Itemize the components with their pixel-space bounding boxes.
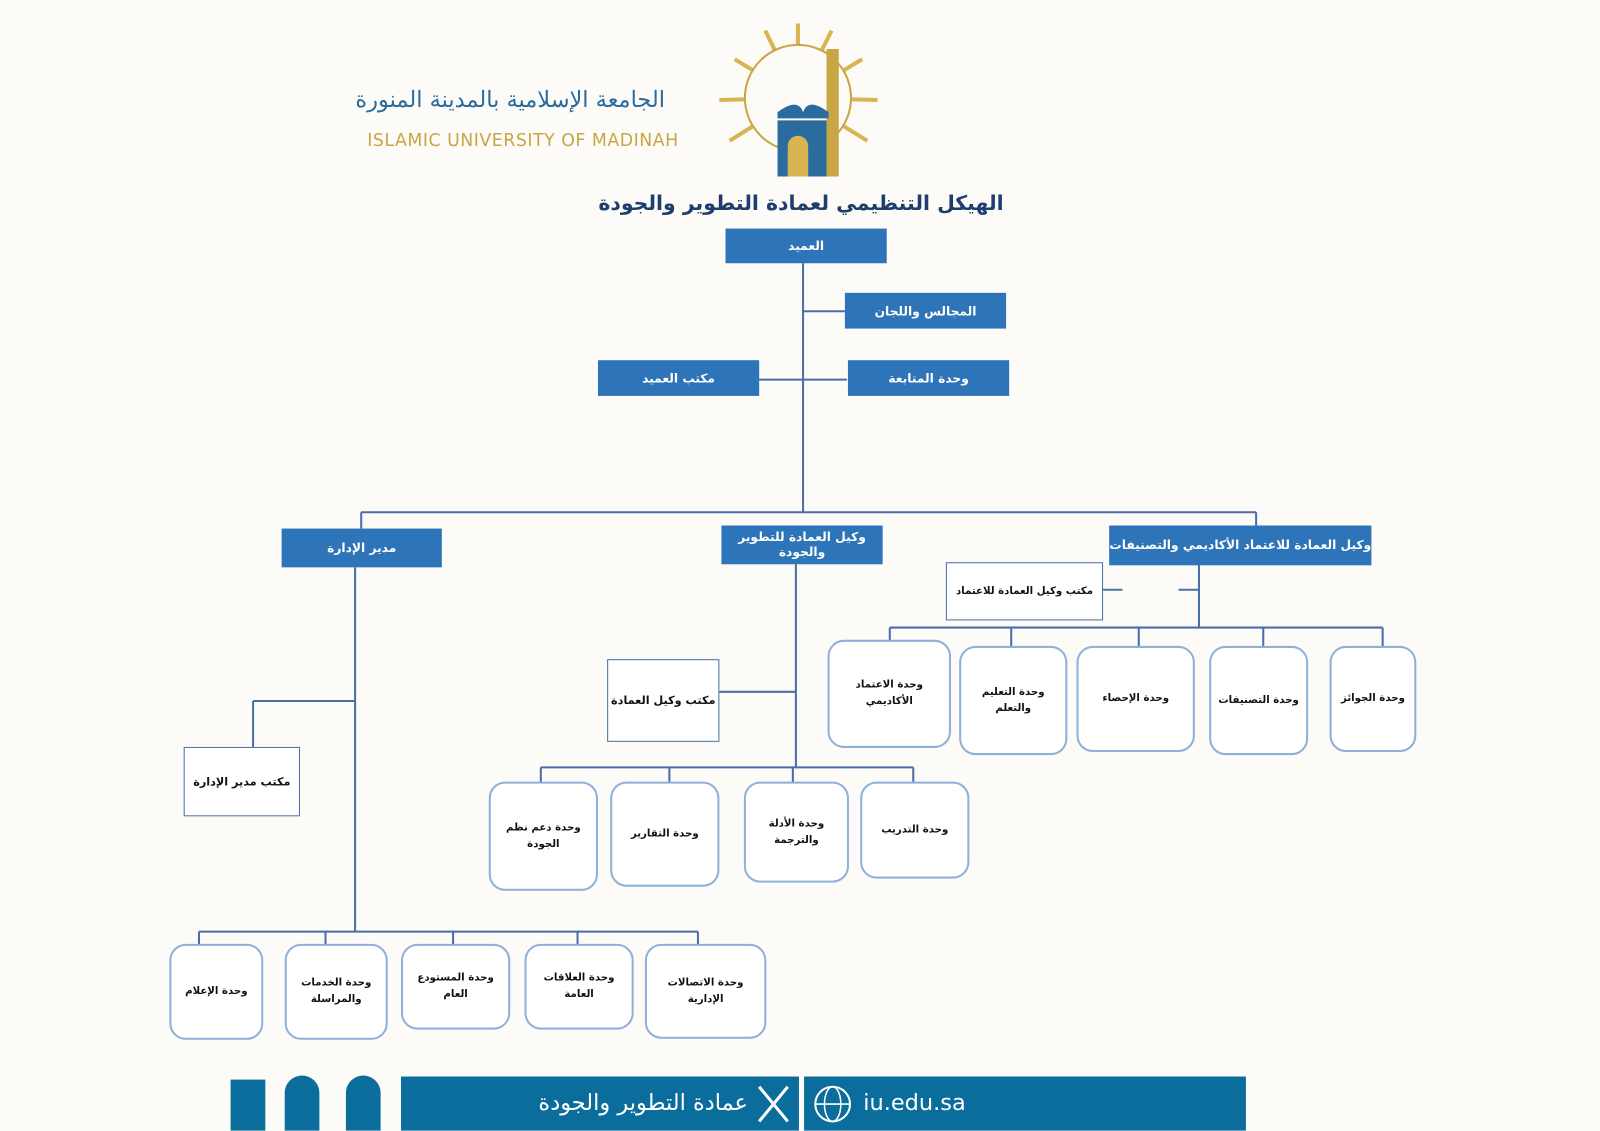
website-link[interactable]: iu.edu.sa xyxy=(863,1090,966,1117)
vice-dev-office-box: مكتب وكيل العمادة xyxy=(607,659,720,742)
admin-director-box: مدير الإدارة xyxy=(281,528,442,568)
followup-box: وحدة المتابعة xyxy=(847,360,1010,396)
page-title: الهيكل التنظيمي لعمادة التطوير والجودة xyxy=(598,190,1004,216)
unit-box: وحدة التقارير xyxy=(610,781,720,887)
vice-dev-box: وكيل العمادة للتطوير والجودة xyxy=(721,525,883,565)
unit-box: وحدة التصنيفات xyxy=(1209,645,1309,756)
unit-box: وحدة التدريب xyxy=(860,781,970,879)
councils-box: المجالس واللجان xyxy=(844,292,1007,329)
dean-box: العميد xyxy=(725,228,887,264)
unit-box: وحدة الاتصالات الإدارية xyxy=(644,943,767,1039)
footer-arch-decoration xyxy=(345,1075,381,1131)
deanship-name: عمادة التطوير والجودة xyxy=(538,1090,748,1117)
unit-box: وحدة التعليم والتعلم xyxy=(959,645,1068,756)
vice-academic-box: وكيل العمادة للاعتماد الأكاديمي والتصنيف… xyxy=(1109,525,1372,566)
unit-box: وحدة الجوائز xyxy=(1329,645,1417,753)
admin-office-box: مكتب مدير الإدارة xyxy=(183,746,300,817)
x-logo-icon[interactable] xyxy=(756,1084,791,1123)
footer-deanship-panel: عمادة التطوير والجودة xyxy=(401,1076,799,1131)
globe-www-icon xyxy=(814,1085,852,1122)
unit-box: وحدة الخدمات والمراسلة xyxy=(284,943,388,1040)
vice-academic-office-box: مكتب وكيل العمادة للاعتماد xyxy=(945,562,1104,621)
logo-english-text: ISLAMIC UNIVERSITY OF MADINAH xyxy=(367,130,679,152)
logo-arabic-text: الجامعة الإسلامية بالمدينة المنورة xyxy=(355,87,665,114)
unit-box: وحدة العلاقات العامة xyxy=(524,943,634,1030)
dean-office-box: مكتب العميد xyxy=(597,360,760,396)
footer-arch-decoration xyxy=(284,1075,320,1131)
unit-box: وحدة الإعلام xyxy=(169,943,264,1040)
university-logo xyxy=(714,18,882,181)
footer-bar-decoration xyxy=(230,1079,266,1131)
unit-box: وحدة الاعتماد الأكاديمي xyxy=(827,639,952,748)
unit-box: وحدة الأدلة والترجمة xyxy=(743,781,849,883)
footer-website-panel: iu.edu.sa xyxy=(804,1076,1246,1131)
unit-box: وحدة دعم نظم الجودة xyxy=(488,781,598,891)
unit-box: وحدة المستودع العام xyxy=(401,943,511,1030)
unit-box: وحدة الإحصاء xyxy=(1076,645,1195,753)
